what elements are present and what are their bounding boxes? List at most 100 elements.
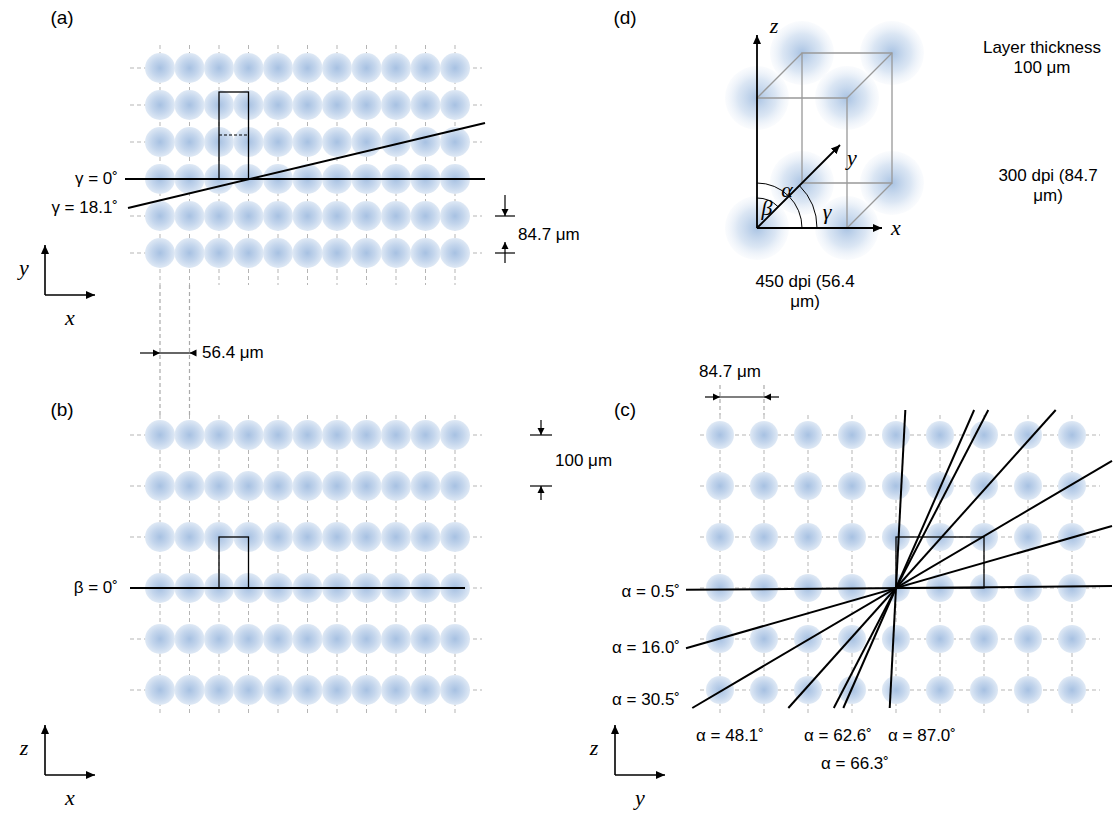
droplet bbox=[175, 471, 205, 501]
droplet bbox=[440, 53, 470, 83]
grid-line bbox=[455, 415, 456, 715]
angle-line bbox=[692, 461, 1112, 708]
droplet bbox=[1058, 421, 1086, 449]
angle-line bbox=[843, 410, 974, 708]
panel-b-lines bbox=[130, 537, 465, 588]
droplet bbox=[838, 472, 866, 500]
droplet bbox=[145, 420, 175, 450]
droplet bbox=[145, 238, 175, 268]
droplet bbox=[263, 471, 293, 501]
droplet bbox=[970, 625, 998, 653]
droplet bbox=[440, 127, 470, 157]
droplet bbox=[411, 238, 441, 268]
droplet bbox=[175, 90, 205, 120]
angle-label: γ = 0˚ bbox=[75, 169, 118, 189]
droplet bbox=[293, 624, 323, 654]
droplet bbox=[352, 90, 382, 120]
grid-line bbox=[940, 415, 941, 715]
dimension-label: 56.4 μm bbox=[202, 343, 264, 363]
angle-label: α = 48.1˚ bbox=[696, 726, 764, 746]
droplet bbox=[352, 420, 382, 450]
droplet bbox=[1014, 574, 1042, 602]
grid-line bbox=[808, 415, 809, 715]
grid-line bbox=[278, 415, 279, 715]
droplet bbox=[204, 624, 234, 654]
droplet bbox=[263, 420, 293, 450]
droplet bbox=[352, 471, 382, 501]
droplet bbox=[1014, 625, 1042, 653]
panel-label: (a) bbox=[50, 7, 73, 30]
note-label: 300 dpi (84.7 μm) bbox=[998, 166, 1098, 207]
droplet bbox=[175, 201, 205, 231]
droplet bbox=[263, 53, 293, 83]
droplet bbox=[322, 675, 352, 705]
droplet bbox=[838, 523, 866, 551]
axis-arrows bbox=[45, 245, 665, 775]
droplet bbox=[145, 522, 175, 552]
grid-line bbox=[764, 415, 765, 715]
grid-line bbox=[366, 415, 367, 715]
droplet bbox=[175, 522, 205, 552]
droplet bbox=[794, 421, 822, 449]
droplet bbox=[750, 523, 778, 551]
angle-symbol: α bbox=[781, 177, 793, 203]
droplet bbox=[926, 625, 954, 653]
droplet bbox=[204, 420, 234, 450]
unit-cell-box bbox=[757, 53, 892, 228]
droplet bbox=[263, 201, 293, 231]
droplet bbox=[970, 472, 998, 500]
droplet bbox=[204, 201, 234, 231]
droplet bbox=[1058, 472, 1086, 500]
droplet bbox=[234, 471, 264, 501]
grid-line bbox=[160, 415, 161, 715]
droplet bbox=[882, 421, 910, 449]
droplet bbox=[293, 675, 323, 705]
grid-line bbox=[307, 415, 308, 715]
droplet bbox=[1014, 472, 1042, 500]
droplet bbox=[381, 53, 411, 83]
droplet bbox=[794, 472, 822, 500]
droplet bbox=[440, 675, 470, 705]
note-label: Layer thickness 100 μm bbox=[972, 38, 1112, 79]
panel-a-lines bbox=[125, 92, 485, 208]
angle-label: α = 16.0˚ bbox=[612, 638, 680, 658]
droplet bbox=[293, 201, 323, 231]
droplet bbox=[352, 522, 382, 552]
droplet bbox=[411, 675, 441, 705]
axis-label: x bbox=[65, 305, 75, 331]
droplet bbox=[882, 472, 910, 500]
droplet bbox=[145, 90, 175, 120]
droplet bbox=[440, 201, 470, 231]
droplet bbox=[706, 472, 734, 500]
grid-line bbox=[1028, 415, 1029, 715]
droplet bbox=[440, 471, 470, 501]
angle-line bbox=[788, 410, 1055, 708]
droplet bbox=[204, 238, 234, 268]
axis-label: z bbox=[590, 735, 599, 761]
grid-line bbox=[189, 415, 190, 715]
droplet bbox=[145, 127, 175, 157]
droplet bbox=[838, 421, 866, 449]
droplet bbox=[293, 471, 323, 501]
droplet bbox=[381, 675, 411, 705]
droplet bbox=[381, 420, 411, 450]
droplet bbox=[145, 675, 175, 705]
droplet bbox=[352, 675, 382, 705]
droplet bbox=[440, 522, 470, 552]
droplet bbox=[440, 238, 470, 268]
note-label: 450 dpi (56.4 μm) bbox=[755, 272, 855, 313]
droplet bbox=[145, 471, 175, 501]
grid-line bbox=[1072, 415, 1073, 715]
droplet bbox=[322, 238, 352, 268]
droplet bbox=[322, 53, 352, 83]
droplet bbox=[322, 420, 352, 450]
dimension-lines bbox=[140, 195, 779, 500]
droplet bbox=[381, 238, 411, 268]
droplet bbox=[175, 675, 205, 705]
dimension-label: 84.7 μm bbox=[518, 225, 580, 245]
droplet bbox=[204, 675, 234, 705]
droplet bbox=[322, 201, 352, 231]
droplet bbox=[882, 676, 910, 704]
droplet bbox=[204, 471, 234, 501]
droplet bbox=[381, 624, 411, 654]
